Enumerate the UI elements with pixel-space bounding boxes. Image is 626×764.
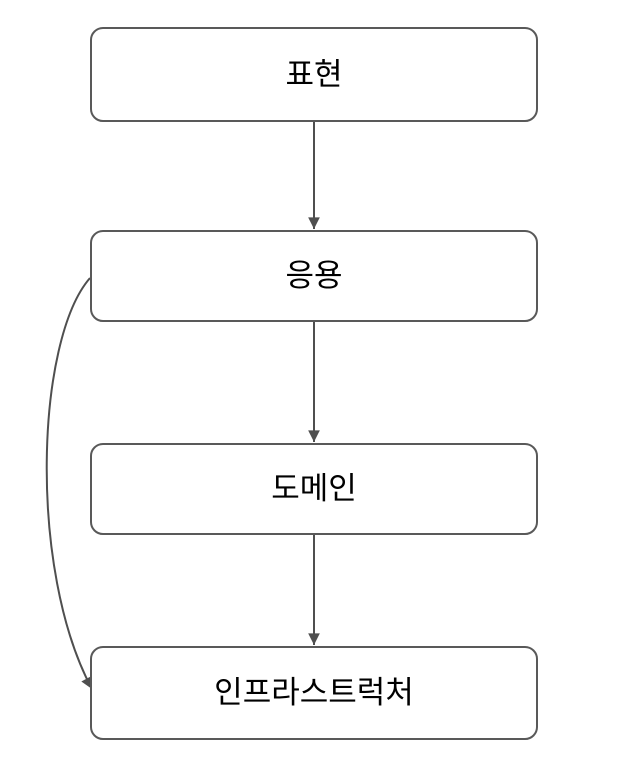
node-infrastructure-label: 인프라스트럭처 bbox=[214, 675, 414, 711]
edge-application-infrastructure-curved bbox=[45, 277, 93, 690]
node-presentation-label: 표현 bbox=[285, 56, 343, 92]
node-application-label: 응용 bbox=[285, 258, 343, 294]
node-domain-label: 도메인 bbox=[271, 471, 357, 507]
node-presentation: 표현 bbox=[90, 27, 538, 122]
node-infrastructure: 인프라스트럭처 bbox=[90, 646, 538, 740]
node-domain: 도메인 bbox=[90, 443, 538, 535]
node-application: 응용 bbox=[90, 230, 538, 322]
